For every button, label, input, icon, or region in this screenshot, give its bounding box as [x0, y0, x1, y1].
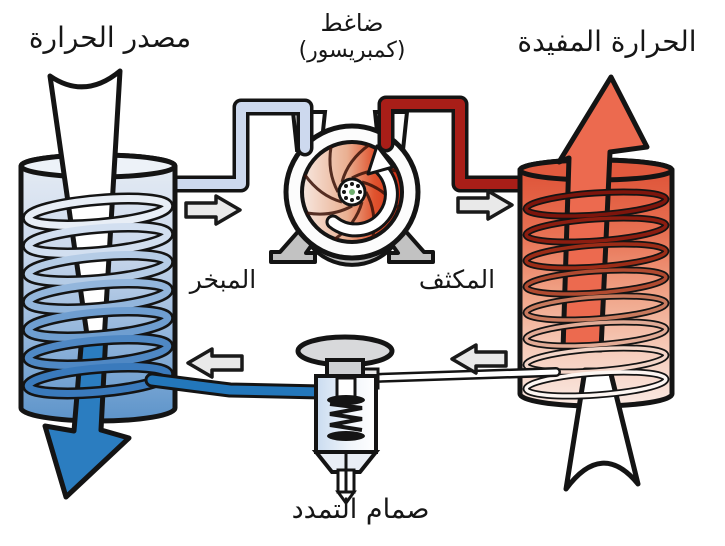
- air-intake-funnel: [563, 367, 641, 492]
- discharge-pipe: [377, 95, 535, 193]
- evaporator-coil: [22, 192, 174, 400]
- valve-spring-seat-bottom: [327, 431, 365, 441]
- evaporator-label: المبخر: [189, 265, 257, 294]
- hub-center: [349, 189, 355, 195]
- heat-source-label: مصدر الحرارة: [28, 21, 192, 54]
- compressor-label-line1: ضاغط: [320, 9, 384, 37]
- flow-arrow-left-icon: [450, 343, 508, 375]
- rotation-arrow-icon: [325, 144, 399, 238]
- valve-needle-tip: [335, 490, 357, 506]
- condenser-label: المكثف: [418, 265, 496, 294]
- valve-spring-seat-top: [327, 395, 365, 405]
- evaporator-unit: [18, 68, 178, 500]
- flow-arrow-right-icon: [456, 189, 514, 221]
- expansion-valve-unit: [295, 334, 395, 506]
- compressor-unit: [269, 110, 435, 267]
- flow-arrows: [184, 189, 514, 379]
- valve-spring: [329, 402, 363, 432]
- flow-arrow-right-icon: [184, 194, 242, 226]
- condenser-coil: [522, 188, 670, 400]
- compressor-label-line2: (كمبريسور): [298, 37, 406, 63]
- compressor-label: ضاغط (كمبريسور): [272, 9, 432, 63]
- liquid-pipe: [144, 372, 330, 400]
- cold-outflow-arrow-icon: [42, 330, 132, 500]
- condenser-outlet-pipe: [369, 367, 561, 383]
- expansion-valve-label: صمام التمدد: [291, 494, 430, 525]
- condenser-unit: [517, 74, 675, 492]
- suction-pipe: [159, 98, 314, 193]
- useful-heat-label: الحرارة المفيدة: [517, 25, 697, 58]
- hub-bolts: [342, 182, 362, 202]
- flow-arrow-left-icon: [186, 347, 244, 379]
